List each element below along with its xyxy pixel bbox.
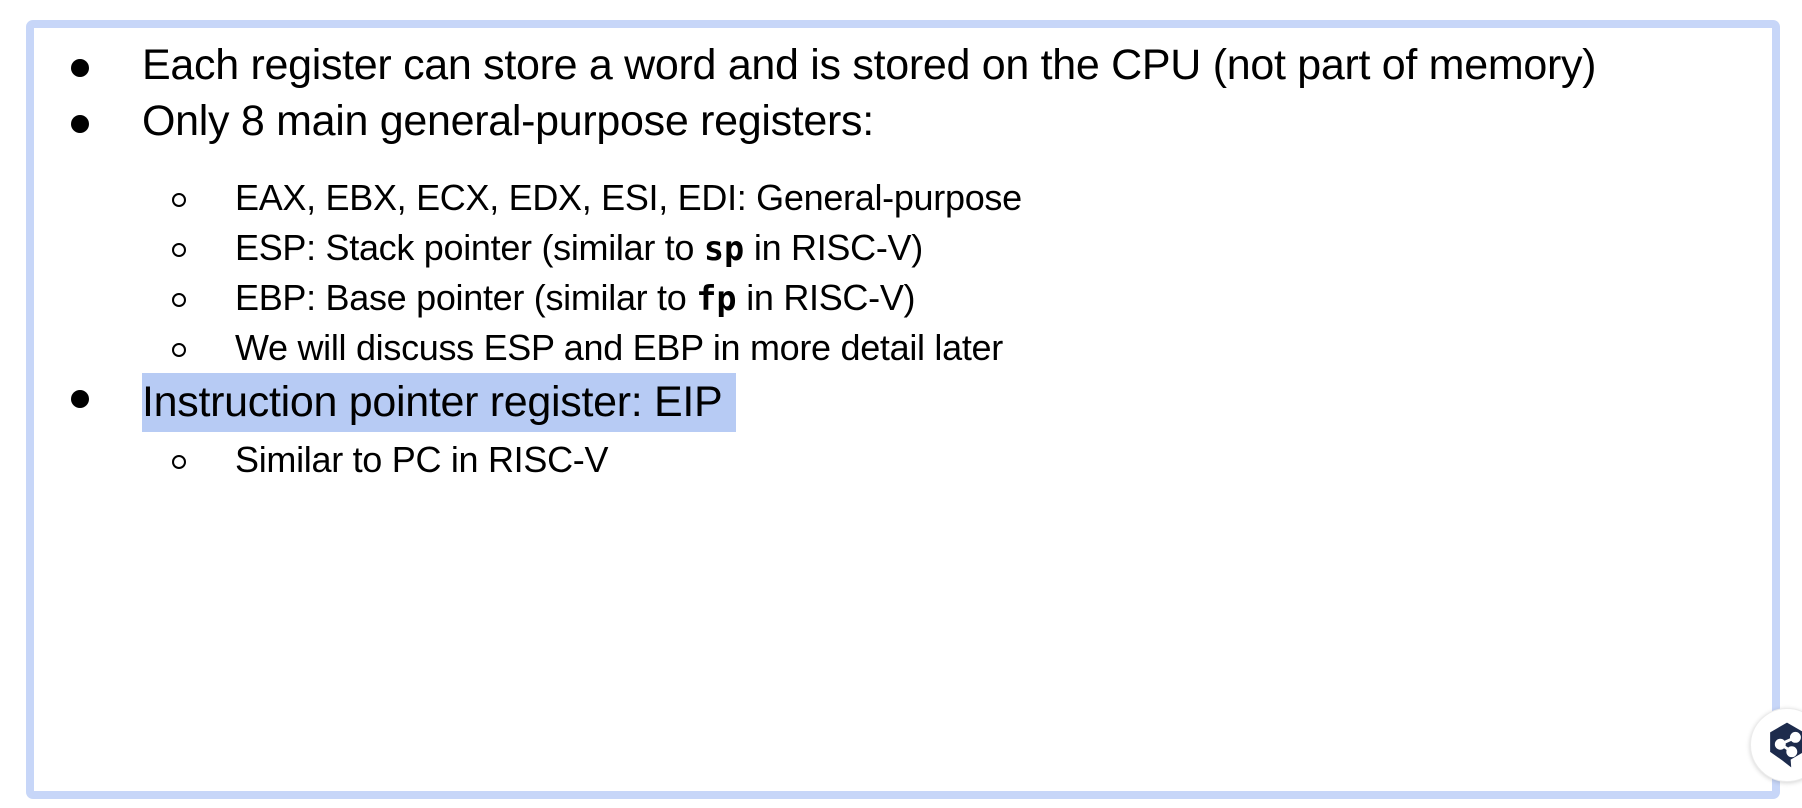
bullet-text-post: in RISC-V)	[744, 227, 923, 268]
bullet-circle-icon	[172, 193, 186, 207]
bullet-text-pre: EBP: Base pointer (similar to	[235, 277, 697, 318]
hexagon-share-chat-icon	[1770, 722, 1802, 768]
bullet-item-instruction-pointer: Instruction pointer register: EIP	[71, 373, 737, 432]
subbullet-item-similar-pc: Similar to PC in RISC-V	[172, 439, 609, 480]
bullet-circle-icon	[172, 343, 186, 357]
bullet-dot-icon	[71, 59, 89, 77]
bullet-text: EAX, EBX, ECX, EDX, ESI, EDI: General-pu…	[235, 177, 1022, 218]
bullet-dot-icon	[71, 390, 89, 408]
selected-text-highlight[interactable]: Instruction pointer register: EIP	[142, 373, 737, 432]
bullet-item-only-8-registers: Only 8 main general-purpose registers:	[71, 97, 874, 145]
bullet-item-each-register: Each register can store a word and is st…	[71, 41, 1597, 89]
subbullet-item-ebp: EBP: Base pointer (similar to fp in RISC…	[172, 277, 916, 318]
mono-register-name: fp	[696, 279, 737, 318]
bullet-text-pre: ESP: Stack pointer (similar to	[235, 227, 704, 268]
subbullet-item-discuss-later: We will discuss ESP and EBP in more deta…	[172, 327, 1003, 368]
bullet-text: Only 8 main general-purpose registers:	[142, 97, 874, 145]
bullet-text: We will discuss ESP and EBP in more deta…	[235, 327, 1003, 368]
extension-badge-button[interactable]	[1750, 708, 1802, 782]
bullet-circle-icon	[172, 455, 186, 469]
subbullet-item-general-purpose: EAX, EBX, ECX, EDX, ESI, EDI: General-pu…	[172, 177, 1022, 218]
bullet-text: Similar to PC in RISC-V	[235, 439, 609, 480]
bullet-text: Each register can store a word and is st…	[142, 41, 1597, 89]
bullet-circle-icon	[172, 243, 186, 257]
subbullet-item-esp: ESP: Stack pointer (similar to sp in RIS…	[172, 227, 923, 268]
bullet-dot-icon	[71, 115, 89, 133]
bullet-circle-icon	[172, 293, 186, 307]
mono-register-name: sp	[703, 229, 745, 268]
bullet-text-post: in RISC-V)	[736, 277, 916, 318]
